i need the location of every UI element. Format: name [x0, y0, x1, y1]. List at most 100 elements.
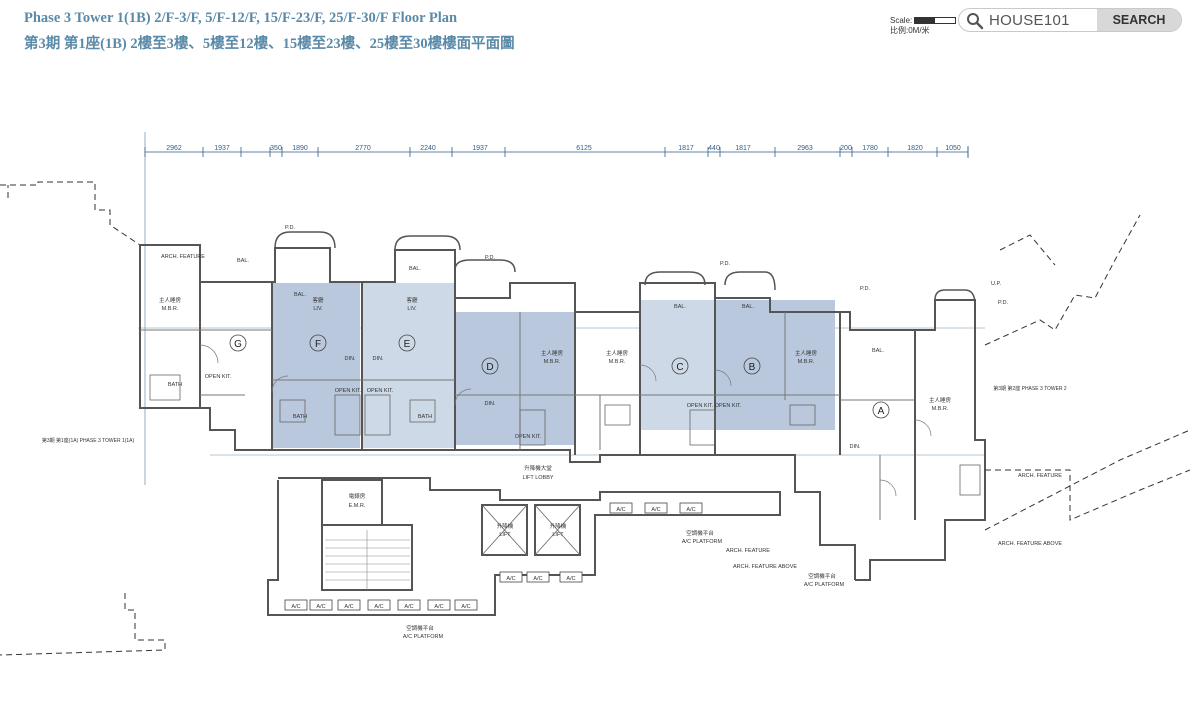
- lift-2-en: LIFT: [552, 532, 564, 538]
- search-bar[interactable]: HOUSE101 SEARCH: [958, 8, 1182, 32]
- lift-1-zh: 升降機: [497, 522, 514, 530]
- ac-box: [367, 599, 391, 611]
- core-labels: 升降機大堂 LIFT LOBBY 升降機 LIFT 升降機 LIFT 電錶房 E…: [42, 254, 1067, 640]
- dim-label: 350: [270, 145, 282, 152]
- din-label-e: DIN.: [373, 356, 384, 362]
- room-label-a-en: M.B.R.: [932, 406, 949, 412]
- room-label-f-en: LIV.: [313, 306, 323, 312]
- ac-platform-en-3: A/C PLATFORM: [804, 582, 845, 588]
- arch-feature-2: ARCH. FEATURE: [1018, 473, 1062, 479]
- ac-box-label: A/C: [533, 576, 542, 582]
- bal-label-a: BAL.: [872, 348, 884, 354]
- ac-box: [284, 599, 308, 611]
- bath-label-g: BATH: [168, 382, 182, 388]
- open-kit-f: OPEN KIT.: [335, 388, 362, 394]
- lift-1-en: LIFT: [499, 532, 511, 538]
- room-label-e: 客廳: [406, 296, 418, 304]
- bal-label-f: BAL.: [294, 292, 306, 298]
- arch-feature-above-1: ARCH. FEATURE ABOVE: [733, 564, 797, 570]
- up-label: U.P.: [991, 281, 1001, 287]
- interior-partitions: [140, 312, 915, 520]
- unit-letter-f: F: [315, 339, 321, 350]
- lift-2-zh: 升降機: [550, 522, 567, 530]
- ac-box-label: A/C: [566, 576, 575, 582]
- room-label-c-en: M.B.R.: [609, 359, 626, 365]
- pd-label-5: P.D.: [998, 300, 1008, 306]
- ac-platform-en-1: A/C PLATFORM: [403, 634, 444, 640]
- page-title-zh: 第3期 第1座(1B) 2樓至3樓、5樓至12樓、15樓至23樓、25樓至30樓…: [24, 36, 515, 52]
- dim-label: 200: [840, 145, 852, 152]
- unit-d-fill: [455, 312, 575, 445]
- room-label-g: 主人睡房: [159, 296, 182, 304]
- bath-label-f: BATH: [293, 414, 307, 420]
- arch-feature-1: ARCH. FEATURE: [726, 548, 770, 554]
- ac-box-label: A/C: [506, 576, 515, 582]
- ac-box: [679, 502, 703, 514]
- lift-lobby-en: LIFT LOBBY: [522, 475, 553, 481]
- room-label-a: 主人睡房: [929, 396, 952, 404]
- lift-lobby-zh: 升降機大堂: [524, 464, 552, 472]
- room-label-b: 主人睡房: [795, 349, 818, 357]
- unit-circle-c: [671, 357, 689, 375]
- open-kit-b: OPEN KIT.: [715, 403, 742, 409]
- phase3-tower2-label: 第3期 第2座 PHASE 3 TOWER 2: [993, 385, 1067, 392]
- dim-label: 440: [708, 145, 720, 152]
- unit-letter-g: G: [234, 339, 242, 350]
- unit-letter-e: E: [404, 339, 411, 350]
- ac-box-label: A/C: [316, 604, 325, 610]
- ac-box-label: A/C: [616, 507, 625, 513]
- ac-platform-en-2: A/C PLATFORM: [682, 539, 723, 545]
- dim-label: 1050: [945, 145, 961, 152]
- ac-box-label: A/C: [434, 604, 443, 610]
- page-title-en: Phase 3 Tower 1(1B) 2/F-3/F, 5/F-12/F, 1…: [24, 10, 458, 26]
- ac-box: [309, 599, 333, 611]
- unit-e-fill: [363, 283, 455, 448]
- room-label-b-en: M.B.R.: [798, 359, 815, 365]
- bal-label-e: BAL.: [409, 266, 421, 272]
- room-labels: 主人睡房 M.B.R. 客廳 LIV. 客廳 LIV. 主人睡房 M.B.R. …: [159, 225, 1008, 450]
- ac-box: [454, 599, 478, 611]
- dim-label: 2963: [797, 145, 813, 152]
- ac-box: [609, 502, 633, 514]
- dim-label: 1937: [472, 145, 488, 152]
- ac-box-label: A/C: [374, 604, 383, 610]
- bal-label-b: BAL.: [742, 304, 754, 310]
- balconies: [274, 231, 976, 306]
- search-icon: [967, 13, 984, 30]
- open-kit-g: OPEN KIT.: [205, 374, 232, 380]
- arch-feature-above-2: ARCH. FEATURE ABOVE: [998, 541, 1062, 547]
- ac-box-label: A/C: [291, 604, 300, 610]
- room-label-e-en: LIV.: [407, 306, 417, 312]
- bal-label-g: BAL.: [237, 258, 249, 264]
- din-label-d: DIN.: [485, 401, 496, 407]
- unit-circle-d: [481, 357, 499, 375]
- search-brand: HOUSE101: [989, 12, 1070, 29]
- room-label-g-en: M.B.R.: [162, 306, 179, 312]
- bal-label-c: BAL.: [674, 304, 686, 310]
- dim-label: 1937: [214, 145, 230, 152]
- ac-box: [427, 599, 451, 611]
- arch-feature-3: ARCH. FEATURE: [161, 254, 205, 260]
- ac-box-label: A/C: [651, 507, 660, 513]
- din-label-f: DIN.: [345, 356, 356, 362]
- neighbour-outlines: [0, 181, 1190, 656]
- unit-circle-e: [398, 334, 416, 352]
- dim-label: 1817: [735, 145, 751, 152]
- search-button[interactable]: SEARCH: [1097, 9, 1181, 31]
- ac-platform-zh-2: 空調機平台: [686, 529, 714, 537]
- room-label-c: 主人睡房: [606, 349, 629, 357]
- room-label-d-en: M.B.R.: [544, 359, 561, 365]
- ac-platform-zh-3: 空調機平台: [808, 572, 836, 580]
- ac-box: [526, 571, 550, 583]
- dim-label: 1780: [862, 145, 878, 152]
- pd-label-4: P.D.: [860, 286, 870, 292]
- unit-letter-b: B: [749, 362, 756, 373]
- unit-letter-d: D: [486, 362, 493, 373]
- open-kit-e: OPEN KIT.: [367, 388, 394, 394]
- ac-box-label: A/C: [686, 507, 695, 513]
- din-label-a: DIN.: [850, 444, 861, 450]
- room-label-f: 客廳: [312, 296, 324, 304]
